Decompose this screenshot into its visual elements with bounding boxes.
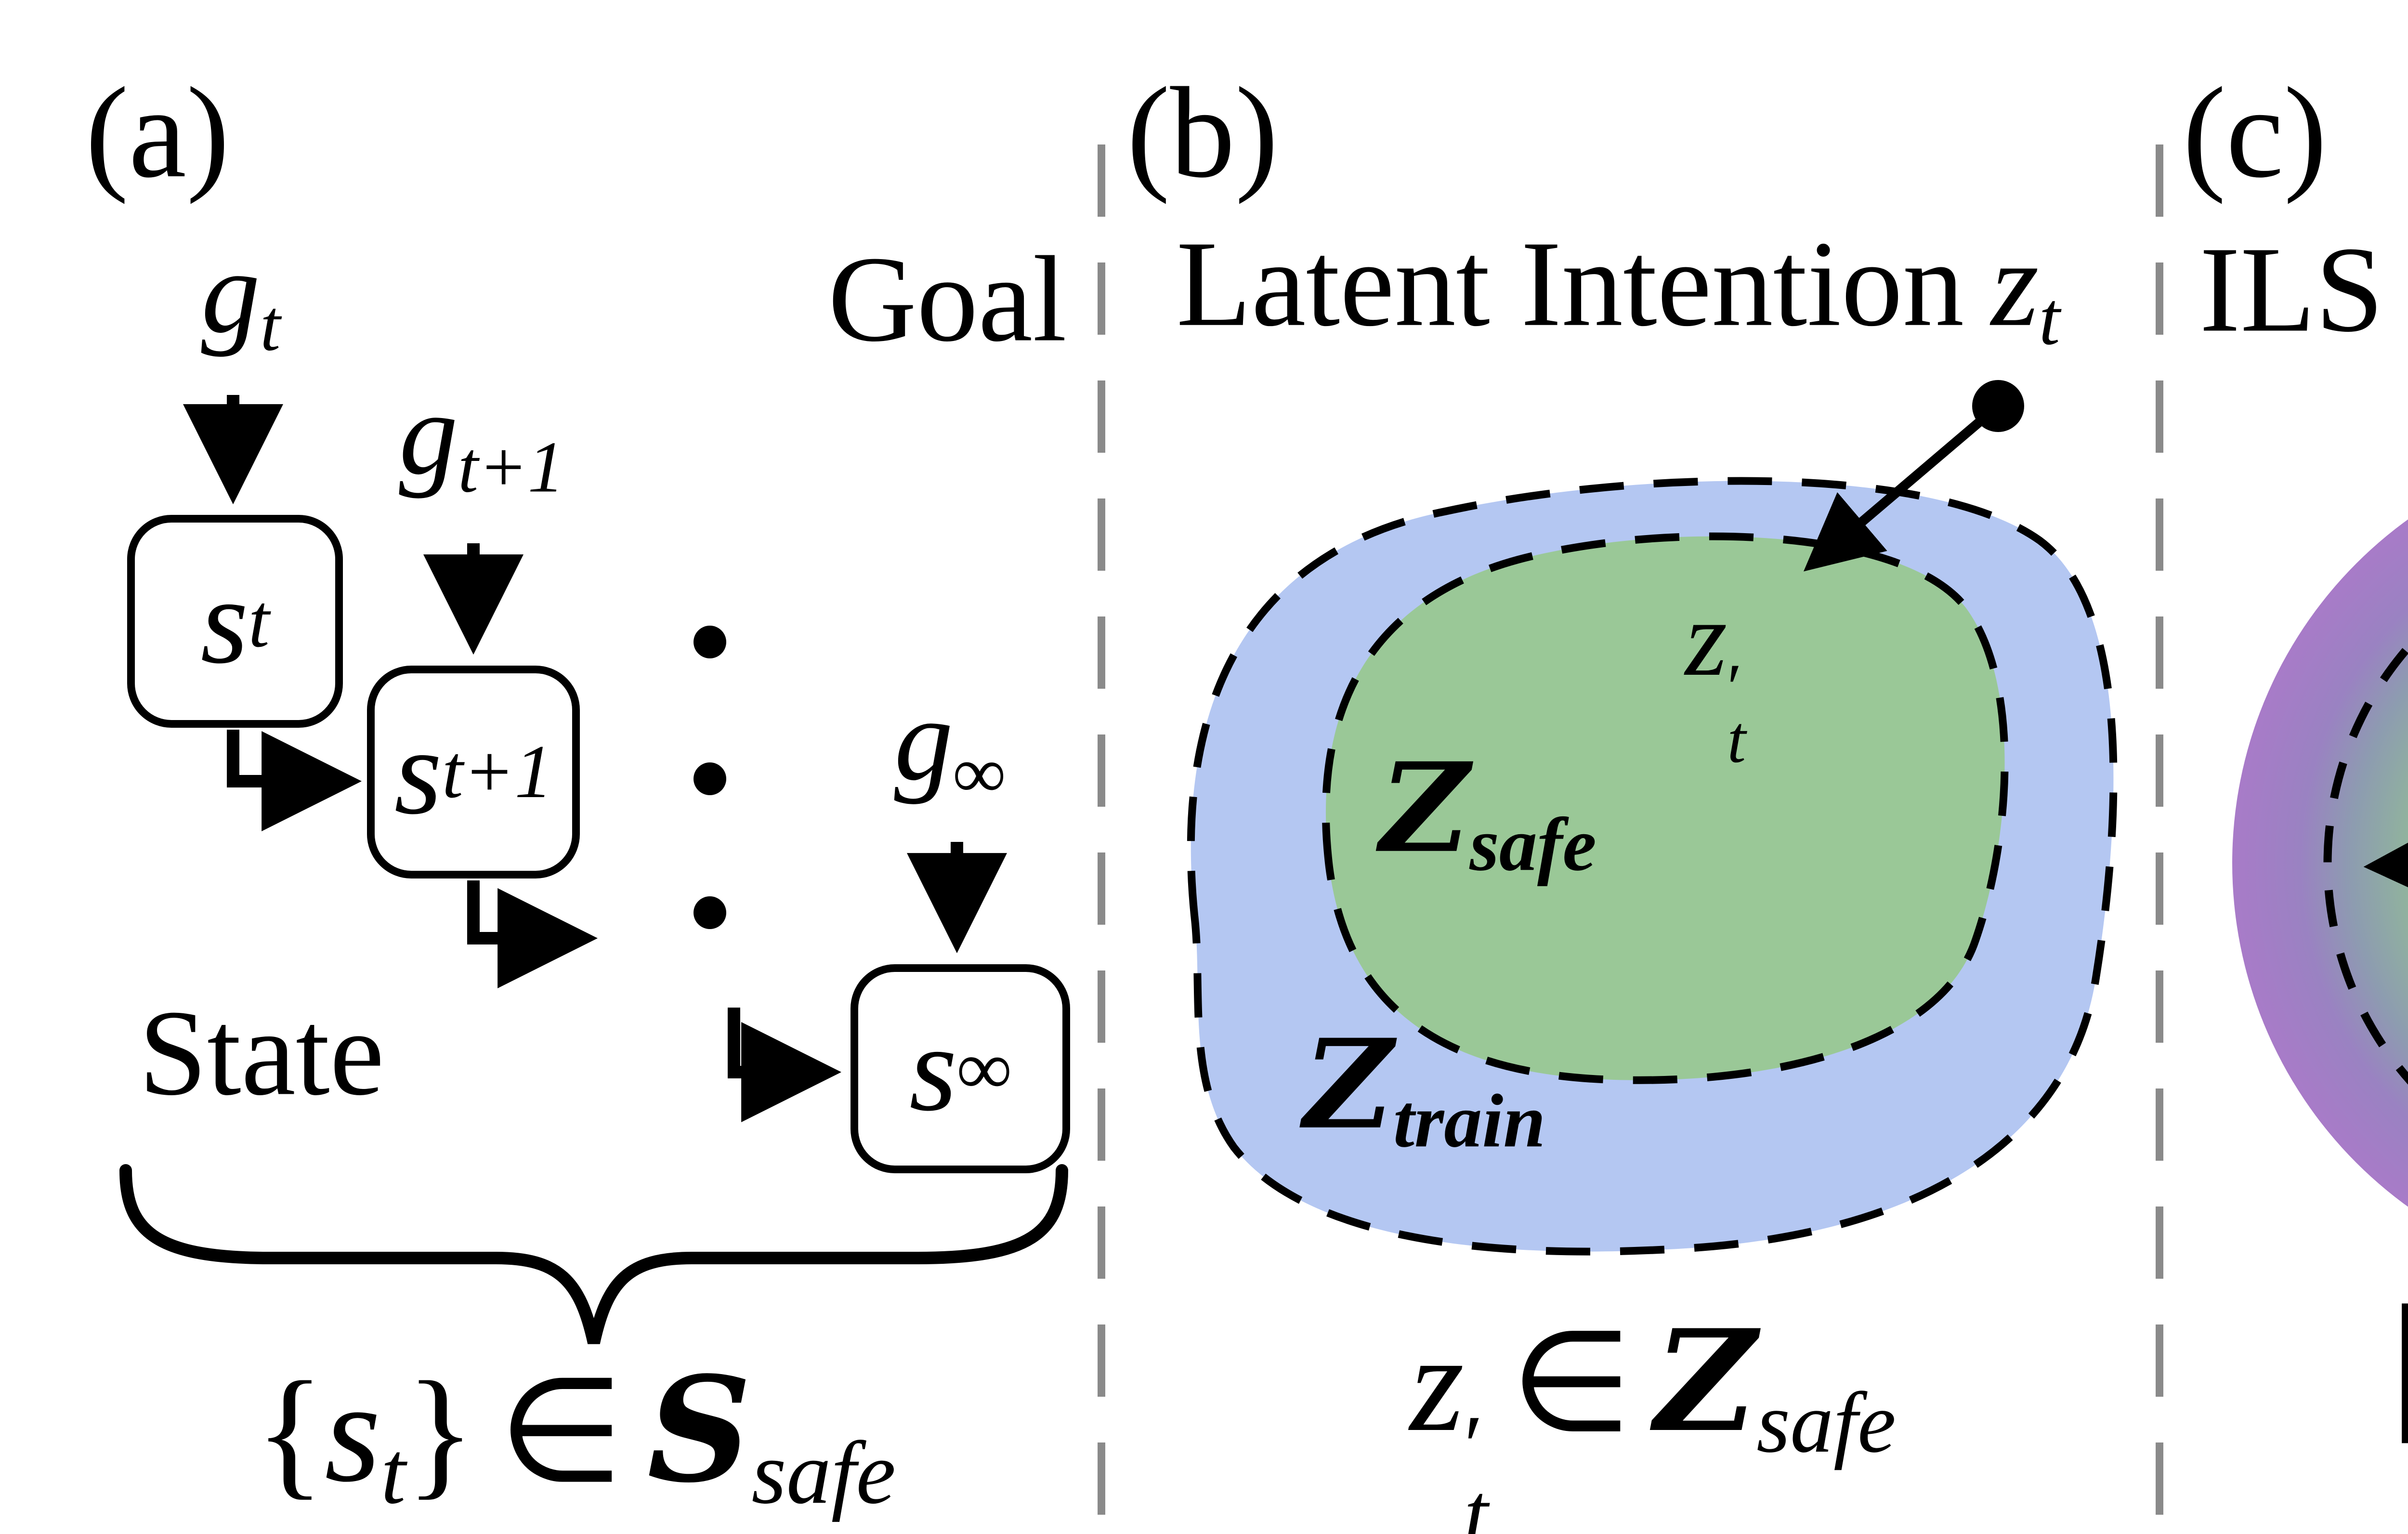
zsafe-b-sub: safe <box>1469 802 1597 887</box>
state-box-sinf: s∞ <box>851 964 1070 1173</box>
sinf-base: s <box>909 1000 957 1137</box>
formula-b-sub: t <box>1464 1465 1489 1534</box>
formula-c: ‖z′t‖≤Rsafe <box>2384 1293 2408 1528</box>
zprime-b-sub: t <box>1727 703 1746 777</box>
formula-a-rel: ∈ <box>498 1346 624 1515</box>
st-base: s <box>200 553 249 689</box>
st-sub: t <box>248 578 270 663</box>
panel-b-title-z: z <box>1991 216 2039 352</box>
zsafe-b-base: Z <box>1380 736 1470 880</box>
formula-a-open: { <box>255 1351 325 1512</box>
goal-heading: Goal <box>828 231 1067 367</box>
formula-a: {st}∈Ssafe <box>255 1357 896 1518</box>
zprime-b-prime: ′ <box>1727 650 1742 725</box>
ils-disk <box>2232 519 2408 1207</box>
formula-b: z′t∈Zsafe <box>1410 1311 1896 1534</box>
ginf-base: g <box>894 674 954 805</box>
goal-t1-label: gt+1 <box>399 375 564 504</box>
formula-a-base: s <box>324 1351 381 1512</box>
state-transition-arrow-3 <box>728 1008 842 1122</box>
panel-b-title-zsub: t <box>2039 276 2060 361</box>
gt1-sub: t+1 <box>458 426 564 508</box>
zprime-b-base: z <box>1685 577 1727 698</box>
st1-sub: t+1 <box>442 729 553 814</box>
formula-a-sub: t <box>380 1423 406 1523</box>
ztrain-b-label: Ztrain <box>1304 1023 1546 1160</box>
zprime-b-label: z′t <box>1685 584 1746 777</box>
state-transition-arrow-1 <box>227 730 362 831</box>
ztrain-b-base: Z <box>1303 1012 1393 1157</box>
formula-b-rel: ∈ <box>1510 1301 1633 1464</box>
sinf-sub: ∞ <box>957 1026 1011 1111</box>
ellipsis-dot-1 <box>694 626 726 658</box>
zt-point-b <box>1972 380 2024 432</box>
formula-b-base: z <box>1410 1306 1465 1461</box>
underbrace <box>119 1164 1068 1344</box>
formula-a-set: S <box>647 1344 752 1515</box>
st1-base: s <box>394 704 442 840</box>
goal-t-label: gt <box>201 233 281 363</box>
panel-c-title: ILS Latent Space <box>2199 222 2408 358</box>
zt-projection-arrow-b <box>1803 402 2002 572</box>
goal-inf-label: g∞ <box>894 681 1006 810</box>
panel-b-label: (b) <box>1126 61 1279 205</box>
ellipsis-dot-2 <box>694 762 726 795</box>
formula-a-close: } <box>406 1351 475 1512</box>
panel-a-label: (a) <box>85 61 230 205</box>
formula-c-norm-open: ‖ <box>2384 1281 2408 1443</box>
formula-b-setsub: safe <box>1756 1374 1896 1470</box>
state-transition-arrow-2 <box>467 880 598 988</box>
gt-sub: t <box>260 285 281 366</box>
state-heading: State <box>139 985 384 1121</box>
formula-a-setsub: safe <box>751 1423 896 1523</box>
zsafe-b-label: Zsafe <box>1380 747 1597 883</box>
ztrain-b-sub: train <box>1393 1079 1546 1164</box>
formula-b-prime: ′ <box>1464 1398 1483 1494</box>
ginf-sub: ∞ <box>953 732 1006 813</box>
gt-base: g <box>201 226 261 357</box>
formula-b-set: Z <box>1654 1299 1757 1464</box>
safe-region-blob <box>1322 532 2009 1084</box>
panel-c-label: (c) <box>2183 61 2327 205</box>
ellipsis-dot-3 <box>694 896 726 929</box>
panel-b-title-text: Latent Intention <box>1176 216 1964 352</box>
gt1-base: g <box>399 368 458 499</box>
